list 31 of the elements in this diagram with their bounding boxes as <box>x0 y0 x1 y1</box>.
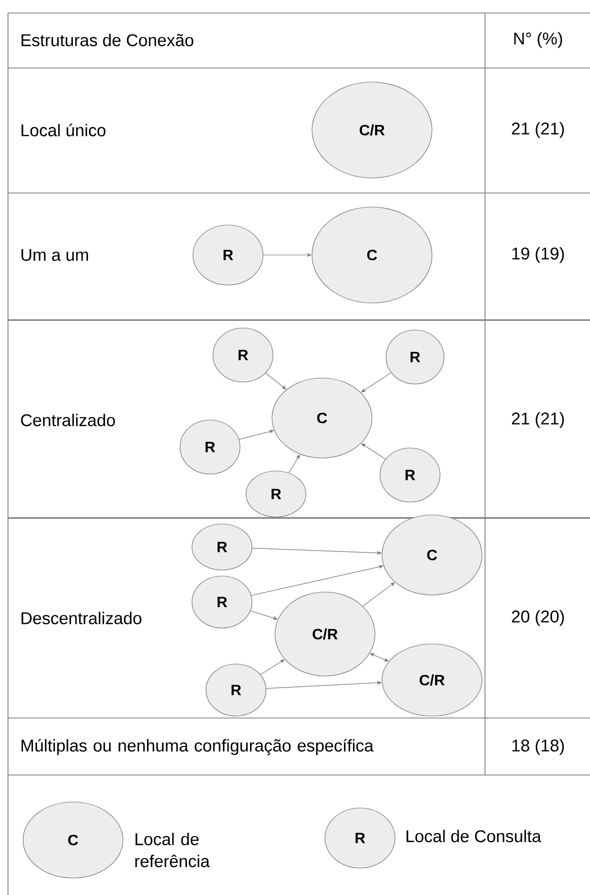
circle-node: C <box>382 514 482 596</box>
cell-text: 21 (21) <box>512 122 564 138</box>
circle-node: C <box>272 378 372 458</box>
circle-node: R <box>380 448 440 502</box>
circle-node: R <box>212 328 274 382</box>
cell-text: 18 (18) <box>512 739 564 755</box>
cell-text: 20 (20) <box>512 610 564 626</box>
cell-text: 19 (19) <box>512 247 564 263</box>
cell-text: 21 (21) <box>512 412 564 428</box>
circle-node: R <box>180 420 240 474</box>
circle-node: R <box>324 808 396 868</box>
circle-node: C/R <box>382 644 482 716</box>
circle-node: R <box>192 576 252 628</box>
circle-node: R <box>246 470 306 518</box>
cell-text: Estruturas de Conexão <box>22 34 194 46</box>
circle-node: R <box>192 524 252 570</box>
circle-node: C/R <box>274 592 376 676</box>
cell-text: Centralizado <box>21 414 115 426</box>
cell-text: Um a um <box>22 249 88 261</box>
cell-text: N° (%) <box>514 32 562 48</box>
legend-text: Local de referência <box>135 832 210 868</box>
cell-text: Local único <box>22 124 106 136</box>
circle-node: R <box>192 224 264 286</box>
circle-node: C/R <box>312 82 432 178</box>
circle-node: R <box>386 330 444 384</box>
circle-node: C <box>312 206 432 304</box>
circle-node: R <box>206 664 266 716</box>
cell-text: Descentralizado <box>22 612 142 624</box>
cell-text: Múltiplas ou nenhuma configuração específica <box>22 738 374 756</box>
legend-text: Local de Consulta <box>406 830 542 842</box>
circle-node: C <box>22 802 124 878</box>
